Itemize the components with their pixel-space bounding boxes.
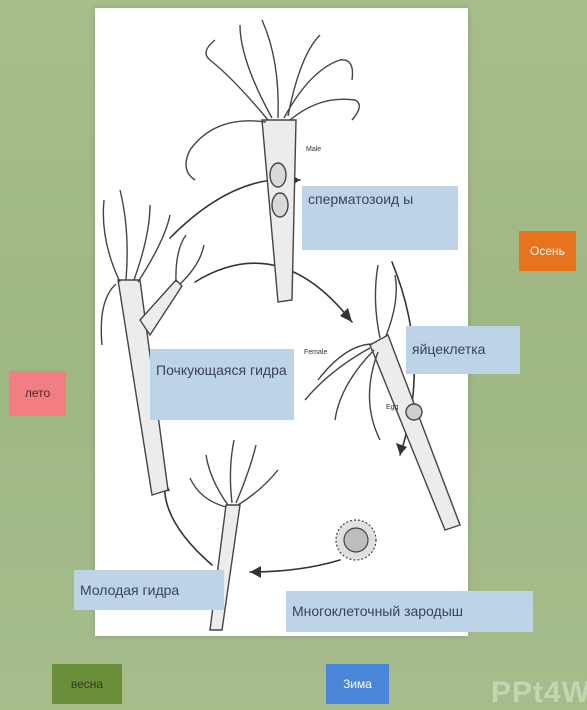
cycle-arrow-bottom-right bbox=[250, 560, 340, 572]
spermatozoid-label: сперматозоид ы bbox=[302, 186, 458, 250]
embryo-illustration bbox=[336, 520, 376, 560]
young-hydra-label: Молодая гидра bbox=[74, 570, 224, 610]
season-summer: лето bbox=[9, 371, 66, 416]
season-autumn: Осень bbox=[519, 231, 576, 271]
male-label: Male bbox=[306, 146, 321, 153]
budding-hydra bbox=[101, 190, 204, 495]
male-hydra bbox=[186, 20, 359, 302]
cycle-arrow-bottom-left bbox=[165, 480, 212, 565]
female-label: Female bbox=[304, 349, 327, 356]
female-hydra bbox=[305, 265, 460, 530]
cycle-arrow-inner bbox=[195, 263, 352, 322]
season-spring: весна bbox=[52, 664, 122, 704]
embryo-label: Многоклеточный зародыш bbox=[286, 591, 533, 632]
watermark: PPt4W bbox=[491, 676, 587, 710]
season-winter: Зима bbox=[326, 664, 389, 704]
egg-cell-label: яйцеклетка bbox=[406, 326, 520, 374]
egg-label: Egg bbox=[386, 404, 398, 411]
budding-hydra-label: Почкующаяся гидра bbox=[150, 349, 294, 420]
